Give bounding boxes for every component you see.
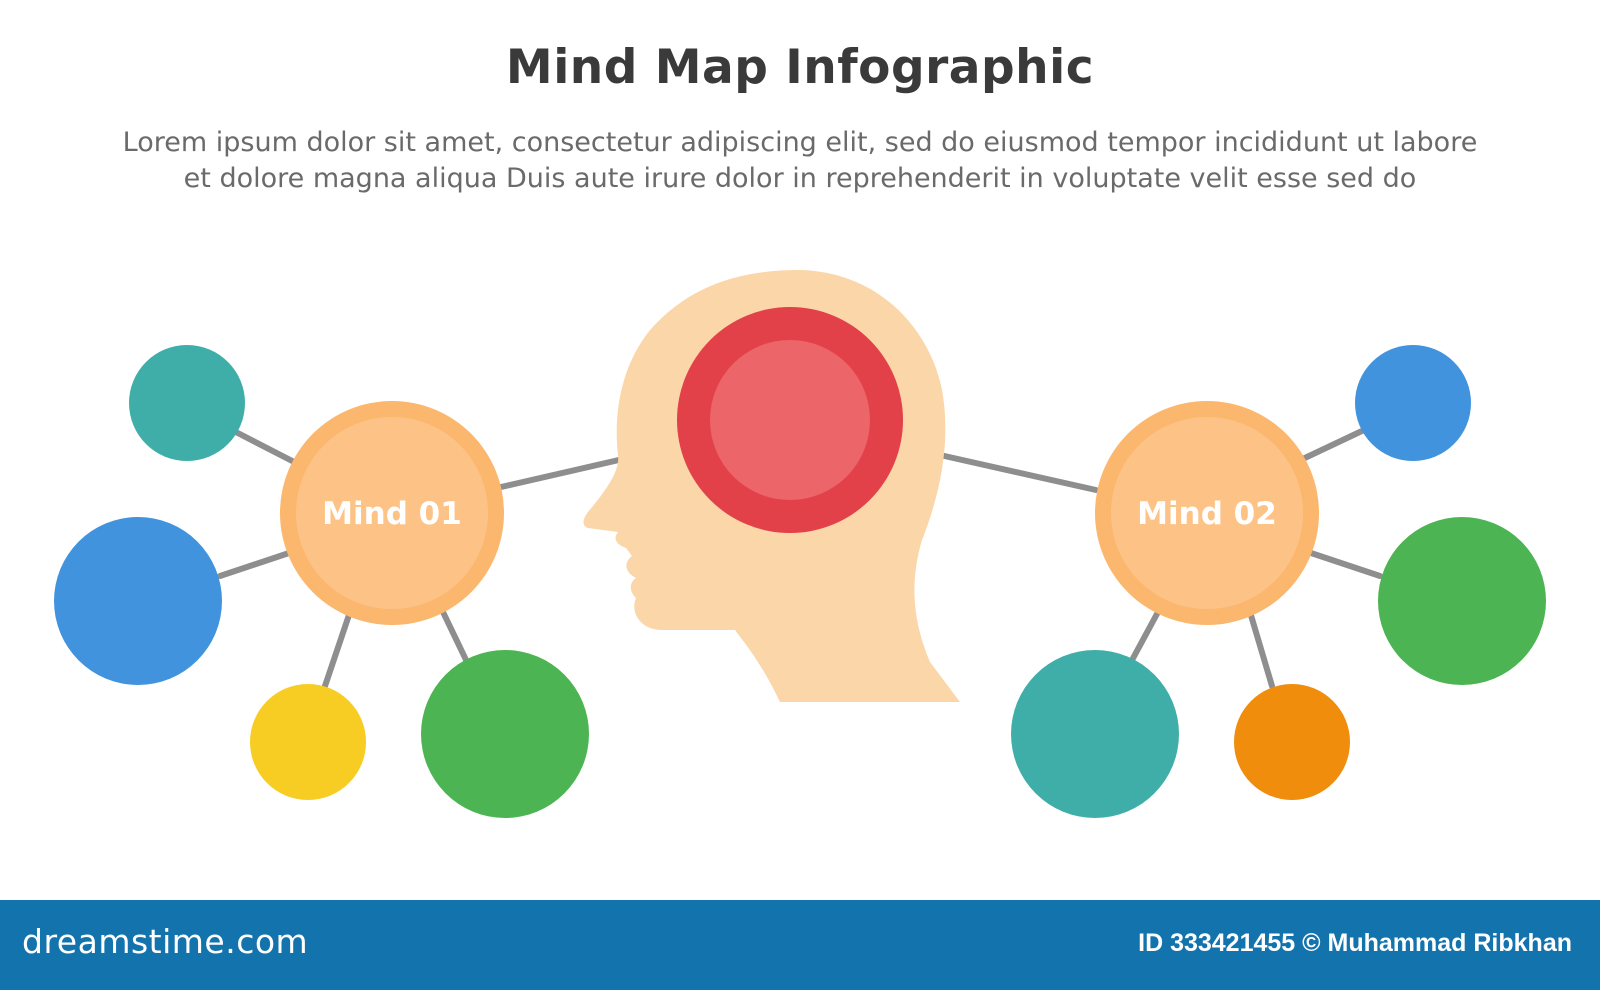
page-title: Mind Map Infographic: [505, 40, 1095, 95]
connector-mind01-child1: [229, 427, 303, 468]
mind-node-1-fill: [296, 417, 488, 609]
mind-1-child-1: [129, 345, 245, 461]
mind-1-child-2: [54, 517, 222, 685]
mind-1-child-3: [250, 684, 366, 800]
mind-2-child-4: [1011, 650, 1179, 818]
mind-2-child-1: [1355, 345, 1471, 461]
connector-mind01-child3: [322, 609, 353, 689]
footer-bar: dreamstime.com ID 333421455 © Muhammad R…: [0, 900, 1600, 990]
mind-1-child-4: [421, 650, 589, 818]
mind-node-1-label: Mind 01: [322, 496, 462, 532]
center-node-inner: [710, 340, 870, 500]
mind-2-child-2: [1378, 517, 1546, 685]
connector-mind01-child4: [440, 609, 470, 665]
mind-node-1: Mind 01: [280, 401, 504, 625]
mind-2-child-3: [1234, 684, 1350, 800]
connector-mind02-child3: [1247, 609, 1275, 689]
subtitle-line-1: Lorem ipsum dolor sit amet, consectetur …: [122, 127, 1478, 158]
mind-node-2-label: Mind 02: [1137, 496, 1277, 532]
mind-node-2: Mind 02: [1095, 401, 1319, 625]
footer-credit: ID 333421455 © Muhammad Ribkhan: [1138, 929, 1572, 957]
connector-mind01-child2: [217, 549, 295, 579]
connector-mind02-child2: [1299, 547, 1383, 579]
connector-mind02-child4: [1128, 609, 1161, 665]
footer-brand-logo: dreamstime.com: [22, 922, 309, 961]
subtitle-line-2: et dolore magna aliqua Duis aute irure d…: [183, 163, 1417, 194]
mind-node-2-fill: [1111, 417, 1303, 609]
